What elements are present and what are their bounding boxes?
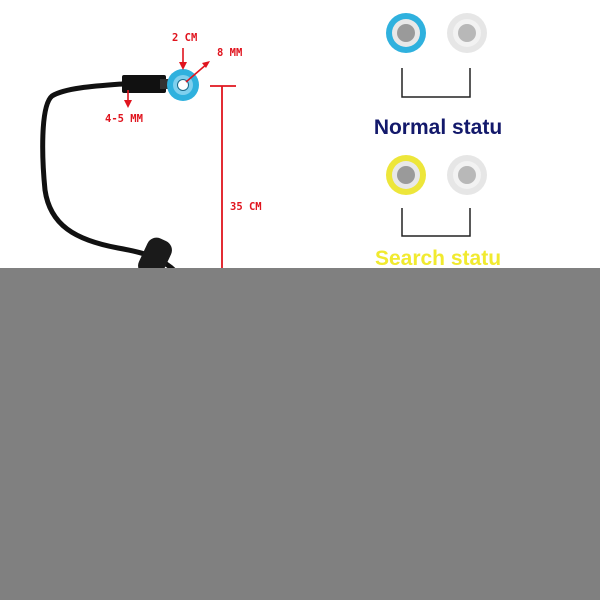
diameter-dimension: 2 CM [172, 32, 197, 70]
cable [40, 81, 179, 275]
diameter-label: 2 CM [172, 32, 197, 44]
normal-status-bracket [401, 68, 471, 98]
search-status-label: Search statu [375, 247, 501, 270]
search-status-gray-ring-icon [447, 155, 487, 195]
plug-connector [122, 75, 166, 93]
normal-status-blue-ring-icon [386, 13, 426, 53]
normal-status-label: Normal statu [374, 116, 502, 139]
plug-tip [160, 79, 172, 89]
length-label: 35 CM [230, 201, 262, 213]
plug-label: 4-5 MM [105, 113, 143, 125]
search-status-yellow-ring-icon [386, 155, 426, 195]
plug-dimension: 4-5 MM [105, 90, 143, 125]
gray-overlay-block [0, 268, 600, 600]
search-status-bracket [401, 208, 471, 237]
hole-label: 8 MM [217, 47, 242, 59]
length-dimension: 35 CM [210, 85, 262, 270]
led-ring-icon [167, 69, 199, 101]
hole-dimension: 8 MM [185, 47, 242, 83]
normal-status-gray-ring-icon [447, 13, 487, 53]
